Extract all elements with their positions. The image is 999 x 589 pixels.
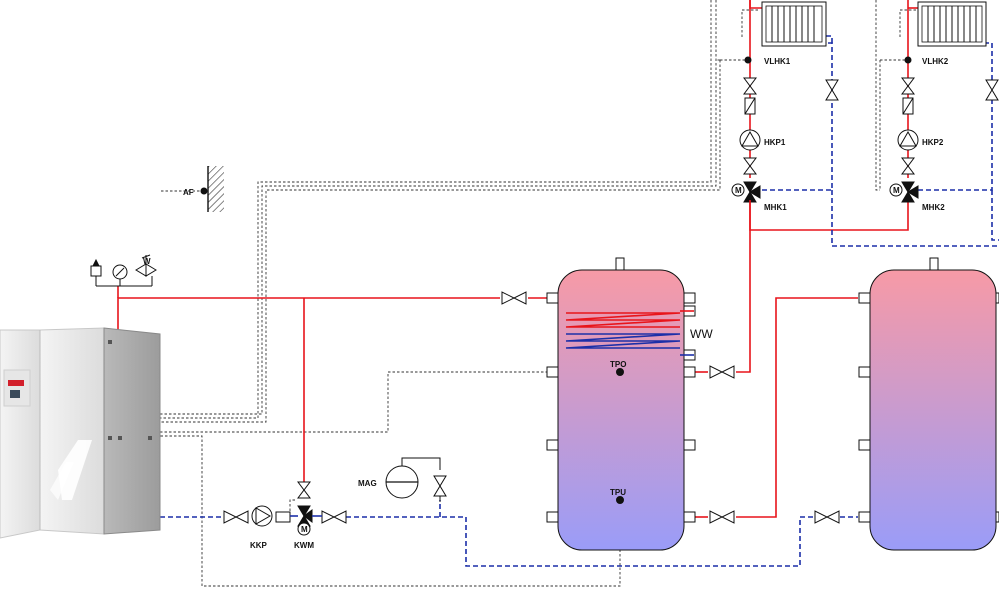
valve-tank2-return	[814, 510, 840, 524]
valve-hk2-lower	[901, 157, 915, 175]
label-hkp2: HKP2	[922, 138, 944, 147]
valve-tank-supply	[501, 291, 527, 305]
label-mhk2: MHK2	[922, 203, 945, 212]
radiator-2	[917, 1, 987, 47]
svg-text:M: M	[893, 186, 900, 195]
valve-tank1-lower	[709, 510, 735, 524]
heating-circuit-1: VLHK1 HKP1 M MHK1	[731, 0, 909, 231]
valve-hk1-lower	[743, 157, 757, 175]
tpu-sensor	[616, 496, 624, 504]
radiator-1	[761, 1, 827, 47]
svg-text:M: M	[301, 525, 308, 534]
safety-valve: W	[135, 254, 157, 286]
boiler-badge	[8, 380, 24, 386]
safety-group: W	[90, 254, 157, 287]
valve-hk1-return	[825, 79, 839, 101]
label-w: W	[143, 257, 151, 266]
valve-kwm-out	[321, 510, 347, 524]
valve-hk2-return	[985, 79, 999, 101]
pump-kkp	[251, 505, 273, 527]
label-ww: WW	[690, 327, 713, 341]
vlhk1-sensor	[744, 56, 752, 64]
valve-kkp-in	[223, 510, 249, 524]
vlhk2-sensor	[904, 56, 912, 64]
valve-kwm-top	[297, 481, 311, 499]
label-af: AF	[183, 188, 194, 197]
valve-hk2-supply	[901, 77, 915, 95]
expansion-vessel-mag: MAG	[358, 457, 447, 502]
label-kkp: KKP	[250, 541, 268, 550]
mixer-mhk2: M	[889, 181, 919, 203]
valve-hk1-supply	[743, 77, 757, 95]
pump-hkp1	[739, 129, 761, 151]
label-mag: MAG	[358, 479, 377, 488]
label-vlhk2: VLHK2	[922, 57, 949, 66]
svg-text:M: M	[735, 186, 742, 195]
air-vent	[90, 265, 102, 277]
label-kwm: KWM	[294, 541, 314, 550]
label-vlhk1: VLHK1	[764, 57, 791, 66]
buffer-tank-1: WW TPO TPU	[546, 257, 713, 551]
valve-tank1-upper	[709, 365, 735, 379]
control-wiring	[160, 0, 918, 587]
label-hkp1: HKP1	[764, 138, 786, 147]
boiler-pump-group: M KKP KWM	[223, 481, 347, 550]
check-valve-kkp	[275, 511, 291, 523]
buffer-tank-2	[858, 257, 999, 551]
hot-water-coil	[565, 310, 694, 356]
mixer-kwm: M	[297, 505, 313, 536]
boiler	[0, 327, 161, 539]
heating-circuit-2: VLHK2 HKP2 M MHK2	[831, 0, 999, 247]
label-tpo: TPO	[610, 360, 626, 369]
pump-hkp2	[897, 129, 919, 151]
label-mhk1: MHK1	[764, 203, 787, 212]
main-pipes	[117, 200, 858, 567]
mixer-mhk1: M	[731, 181, 761, 203]
tpo-sensor	[616, 368, 624, 376]
outdoor-sensor-af: AF	[183, 166, 224, 212]
label-tpu: TPU	[610, 488, 626, 497]
